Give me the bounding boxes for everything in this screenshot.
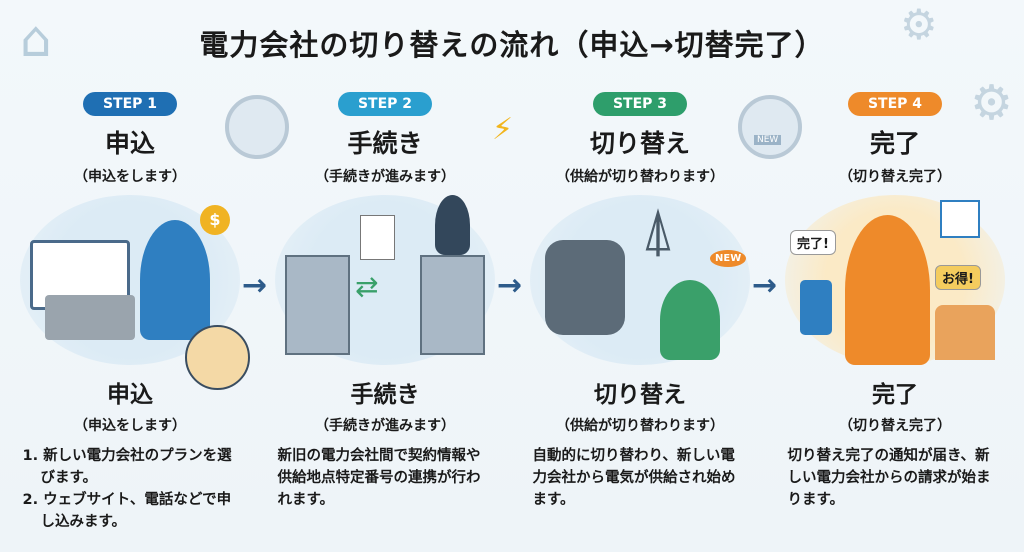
step-subtitle: （供給が切り替わります）	[556, 169, 724, 185]
meter-gauge-icon	[225, 95, 289, 159]
lightning-icon: ⚡	[492, 112, 514, 147]
family-house-icon	[935, 305, 995, 360]
building-icon	[420, 255, 485, 355]
step-subtitle: （供給が切り替わります）	[556, 418, 724, 434]
step-heading: 完了	[872, 382, 918, 408]
complete-illustration: 完了! お得!	[785, 195, 1005, 365]
complete-speech-bubble: 完了!	[790, 230, 836, 255]
step-list-item: 2. ウェブサイト、電話などで申し込みます。	[22, 492, 232, 530]
gear-icon: ⚙	[970, 75, 1014, 131]
new-badge: NEW	[710, 250, 747, 267]
document-icon	[360, 215, 395, 260]
step-heading: 完了	[869, 129, 920, 158]
deal-money-bag: お得!	[935, 265, 981, 290]
gear-icon: ⚙	[900, 0, 938, 49]
phone-icon	[800, 280, 832, 335]
step-heading: 申込	[107, 382, 153, 408]
switching-illustration: ⍋ NEW	[530, 195, 750, 365]
step-description: 自動的に切り替わり、新しい電力会社から電気が供給され始めます。	[532, 448, 736, 508]
step-2-detail: 手続き （手続きが進みます） 新旧の電力会社間で契約情報や供給地点特定番号の連携…	[260, 375, 510, 511]
operator-avatar	[185, 325, 250, 390]
person-icon	[140, 220, 210, 340]
step-subtitle: （切り替え完了）	[839, 169, 951, 185]
step-subtitle: （申込をします）	[74, 169, 186, 185]
step-heading: 手続き	[350, 382, 420, 408]
step-1-header: STEP 1 申込 （申込をします）	[5, 92, 255, 186]
step-badge: STEP 2	[337, 92, 433, 116]
application-illustration: $	[20, 195, 250, 390]
flow-arrow-icon: →	[752, 268, 778, 303]
step-subtitle: （手続きが進みます）	[315, 418, 455, 434]
step-1-detail: 申込 （申込をします） 1. 新しい電力会社のプランを選びます。 2. ウェブサ…	[5, 375, 255, 533]
step-badge: STEP 1	[82, 92, 178, 116]
step-heading: 手続き	[347, 129, 423, 158]
person-icon	[660, 280, 720, 360]
exchange-arrows-icon: ⇄	[355, 270, 379, 303]
step-badge: STEP 3	[592, 92, 688, 116]
step-description: 新旧の電力会社間で契約情報や供給地点特定番号の連携が行われます。	[277, 448, 481, 508]
step-subtitle: （手続きが進みます）	[315, 169, 455, 185]
step-subtitle: （申込をします）	[74, 418, 186, 434]
staff-icon	[435, 195, 470, 255]
calendar-icon	[940, 200, 980, 238]
new-meter-gauge-icon: NEW	[738, 95, 802, 159]
flow-arrow-icon: →	[497, 268, 523, 303]
power-tower-icon: ⍋	[640, 195, 676, 265]
step-2-header: STEP 2 手続き （手続きが進みます）	[260, 92, 510, 186]
step-description: 切り替え完了の通知が届き、新しい電力会社からの請求が始まります。	[787, 448, 991, 508]
coin-icon: $	[200, 205, 230, 235]
step-heading: 申込	[104, 129, 155, 158]
step-list-item: 1. 新しい電力会社のプランを選びます。	[22, 448, 232, 486]
page-title: 電力会社の切り替えの流れ（申込→切替完了）	[199, 28, 825, 62]
flow-arrow-icon: →	[242, 268, 268, 303]
step-subtitle: （切り替え完了）	[839, 418, 951, 434]
woman-icon	[845, 215, 930, 365]
step-4-detail: 完了 （切り替え完了） 切り替え完了の通知が届き、新しい電力会社からの請求が始ま…	[770, 375, 1020, 511]
step-description: 1. 新しい電力会社のプランを選びます。 2. ウェブサイト、電話などで申し込み…	[23, 445, 238, 533]
step-3-detail: 切り替え （供給が切り替わります） 自動的に切り替わり、新しい電力会社から電気が…	[515, 375, 765, 511]
step-3-header: STEP 3 切り替え （供給が切り替わります）	[515, 92, 765, 186]
step-heading: 切り替え	[589, 129, 690, 158]
step-4-header: STEP 4 完了 （切り替え完了）	[770, 92, 1020, 186]
power-tower-icon: ⌂	[20, 10, 52, 68]
laptop-icon	[45, 295, 135, 340]
step-heading: 切り替え	[594, 382, 686, 408]
step-badge: STEP 4	[847, 92, 943, 116]
building-icon	[285, 255, 350, 355]
electric-meter-icon	[545, 240, 625, 335]
procedure-illustration: ⇄	[275, 195, 495, 365]
